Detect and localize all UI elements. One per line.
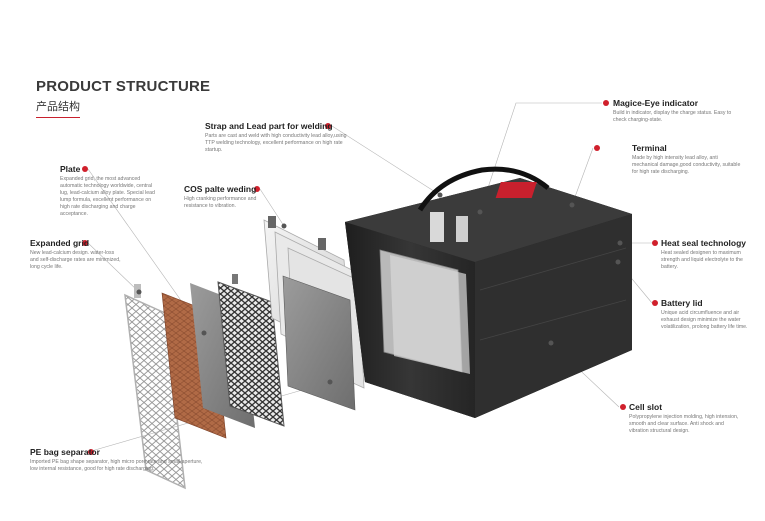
callout-pe-bag-desc: Imported PE bag shape separator, high mi… xyxy=(30,459,203,472)
title-underline xyxy=(36,117,80,118)
callout-terminal-desc: Made by high intensity lead alloy, anti … xyxy=(632,155,741,175)
callout-strap-desc: Parts are cast and weld with high conduc… xyxy=(205,133,347,153)
callout-terminal-title: Terminal xyxy=(632,143,667,153)
callout-strap: Strap and Lead part for welding Parts ar… xyxy=(205,121,350,154)
callout-expanded-grid-desc: New lead-calcium design. water-loss and … xyxy=(30,250,121,270)
callout-cos-desc: High cranking performance and resistance… xyxy=(184,196,257,209)
dark-grid-plate-illustration xyxy=(217,274,285,427)
callout-magic-eye: Magice-Eye indicator Build in indicator,… xyxy=(613,98,733,124)
callout-pe-bag-title: PE bag separator xyxy=(30,447,100,457)
callout-battery-lid: Battery lid Unique acid circumfluence an… xyxy=(661,298,756,331)
battery-case-illustration xyxy=(345,166,632,418)
callout-heat-seal-title: Heat seal technology xyxy=(661,238,747,248)
callout-heat-seal-desc: Heat sealed designen to maximum strength… xyxy=(661,250,743,270)
callout-cos-title: COS palte weding xyxy=(184,184,257,194)
callout-markers xyxy=(82,100,658,455)
callout-cell-slot: Cell slot Polypropylene injection moldin… xyxy=(629,402,744,435)
callout-cell-slot-desc: Polypropylene injection molding, high in… xyxy=(629,414,739,434)
callout-cos: COS palte weding High cranking performan… xyxy=(184,184,274,210)
callout-expanded-grid: Expanded grid New lead-calcium design. w… xyxy=(30,238,122,271)
anchor-dots xyxy=(136,192,623,385)
page-title: PRODUCT STRUCTURE xyxy=(36,78,211,95)
callout-heat-seal: Heat seal technology Heat sealed designe… xyxy=(661,238,756,271)
callout-battery-lid-title: Battery lid xyxy=(661,298,703,308)
callout-magic-eye-title: Magice-Eye indicator xyxy=(613,98,699,108)
callout-plate-desc: Expanded grid, the most advanced automat… xyxy=(60,176,155,217)
page-subtitle: 产品结构 xyxy=(36,100,80,113)
callout-battery-lid-desc: Unique acid circumfluence and air exhaus… xyxy=(661,310,748,330)
callout-plate: Plate Expanded grid, the most advanced a… xyxy=(60,164,160,218)
callout-expanded-grid-title: Expanded grid xyxy=(30,238,90,248)
callout-terminal: Terminal Made by high intensity lead all… xyxy=(632,143,742,176)
callout-strap-title: Strap and Lead part for welding xyxy=(205,121,333,131)
callout-plate-title: Plate xyxy=(60,164,81,174)
callout-pe-bag: PE bag separator Imported PE bag shape s… xyxy=(30,447,208,473)
callout-cell-slot-title: Cell slot xyxy=(629,402,663,412)
callout-magic-eye-desc: Build in indicator, display the charge s… xyxy=(613,110,732,123)
large-plate-illustration xyxy=(282,275,356,411)
